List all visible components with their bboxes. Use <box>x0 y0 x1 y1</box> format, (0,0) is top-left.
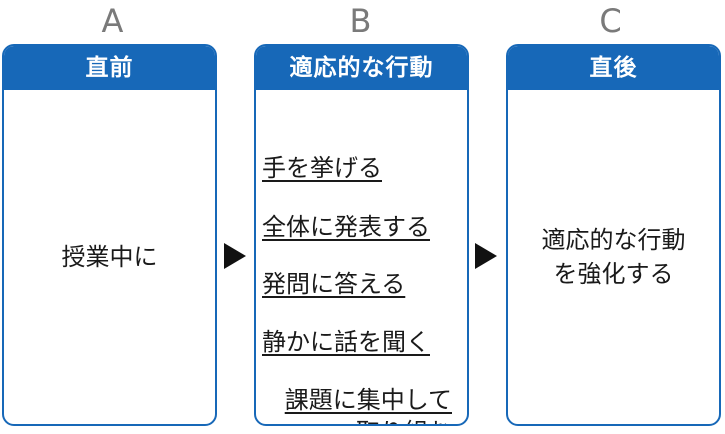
column-label-b: B <box>349 2 372 40</box>
antecedent-text: 授業中に <box>61 243 158 271</box>
consequence-text: 適応的な行動を強化する <box>541 226 686 288</box>
card-header-antecedent: 直前 <box>4 46 215 90</box>
column-label-a: A <box>101 2 124 40</box>
right-triangle-arrow-icon <box>475 243 497 269</box>
card-header-behavior: 適応的な行動 <box>256 46 467 90</box>
card-antecedent: 直前 授業中に <box>2 44 217 426</box>
column-label-c: C <box>599 2 622 40</box>
card-header-consequence: 直後 <box>508 46 719 90</box>
behavior-item: 全体に発表する <box>262 213 430 241</box>
behavior-item: 静かに話を聞く <box>262 328 430 356</box>
behavior-list: 手を挙げる 全体に発表する 発問に答える 静かに話を聞く 課題に集中して取り組む <box>256 90 467 424</box>
behavior-item: 課題に集中して取り組む <box>284 386 452 424</box>
card-consequence: 直後 適応的な行動を強化する <box>506 44 721 426</box>
card-behavior: 適応的な行動 手を挙げる 全体に発表する 発問に答える 静かに話を聞く 課題に集… <box>254 44 469 426</box>
behavior-item: 手を挙げる <box>262 154 382 182</box>
behavior-item: 発問に答える <box>262 270 406 298</box>
right-triangle-arrow-icon <box>224 243 246 269</box>
